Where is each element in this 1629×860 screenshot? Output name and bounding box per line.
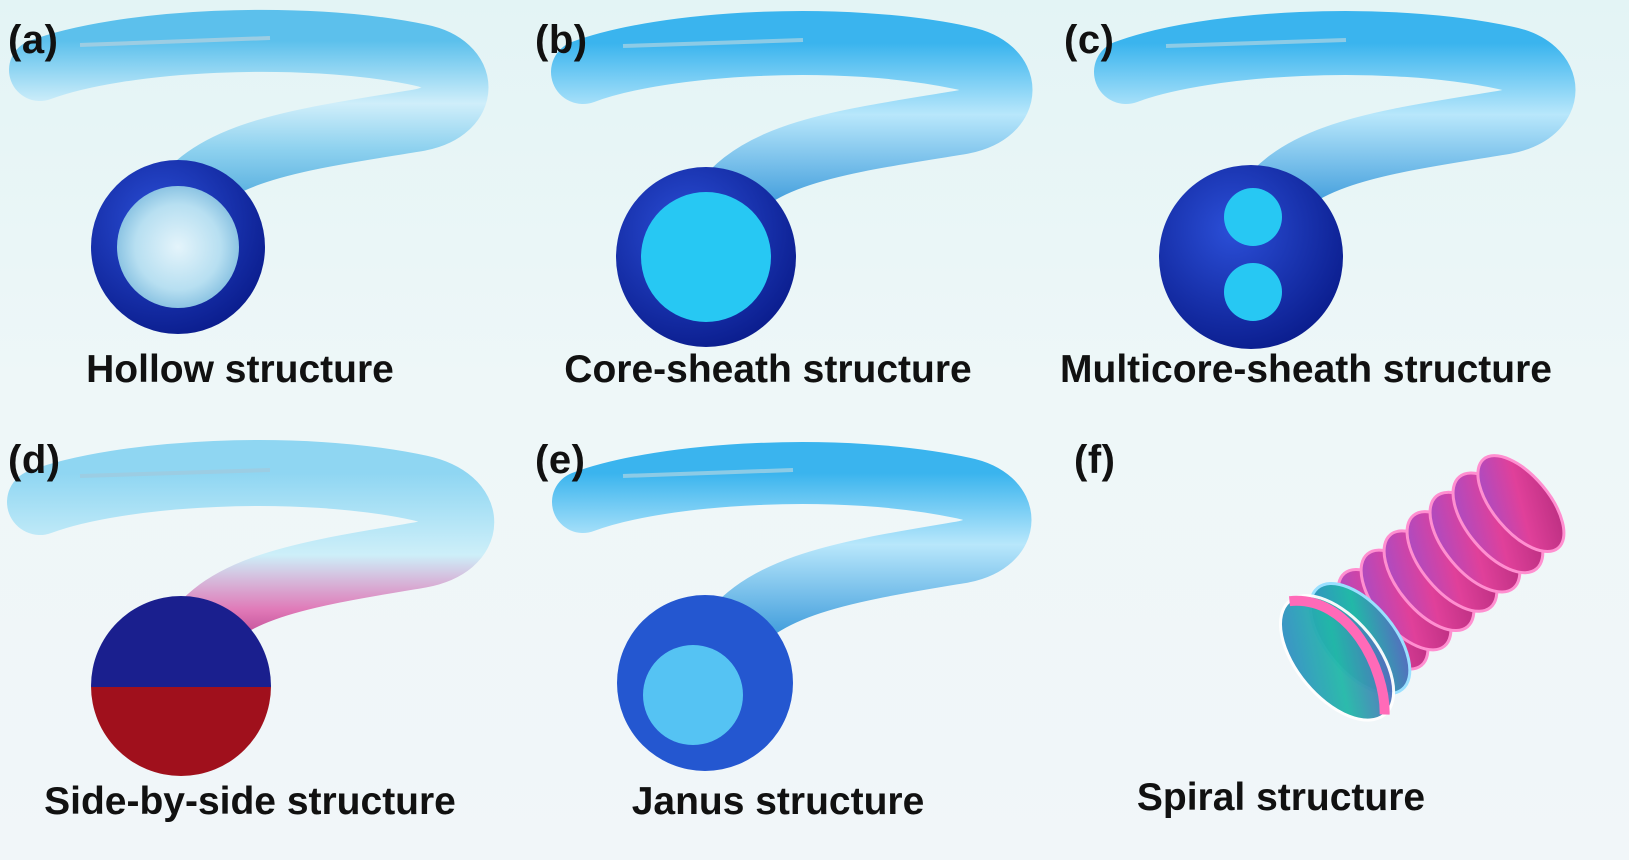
fiber-tail — [622, 38, 804, 48]
panel-label-a: (a) — [8, 18, 59, 62]
fiber-body — [551, 11, 1033, 254]
janus-fiber-illustration — [552, 442, 1032, 771]
caption-side-by-side: Side-by-side structure — [44, 780, 456, 823]
panel-hollow: (a) Hollow structure — [0, 0, 543, 430]
sheath-ring — [1159, 165, 1343, 349]
fiber-tail — [622, 468, 794, 478]
caption-multicore-sheath: Multicore-sheath structure — [1060, 348, 1552, 391]
fiber-tail — [79, 36, 271, 47]
fiber-tail — [79, 468, 271, 478]
caption-spiral: Spiral structure — [1136, 776, 1426, 819]
panel-label-e: (e) — [535, 438, 586, 482]
caption-hollow: Hollow structure — [86, 348, 394, 391]
panel-multicore-sheath: (c) Multicore-sheath structure — [1060, 0, 1629, 430]
panel-label-f: (f) — [1074, 438, 1116, 482]
fiber-body — [1094, 11, 1576, 254]
spiral-body — [1278, 454, 1566, 722]
panel-label-c: (c) — [1064, 18, 1115, 62]
panel-label-d: (d) — [8, 438, 61, 482]
janus-core — [643, 645, 743, 745]
hollow-fiber-illustration — [9, 9, 489, 334]
core-sheath-fiber-illustration — [551, 11, 1033, 347]
spiral-fiber-illustration — [1278, 454, 1566, 722]
core-circle-bottom — [1224, 263, 1282, 321]
multicore-sheath-fiber-illustration — [1094, 11, 1576, 349]
caption-core-sheath: Core-sheath structure — [564, 348, 972, 391]
core-circle-top — [1224, 188, 1282, 246]
panel-janus: (e) Janus structure — [535, 430, 1086, 860]
caption-janus: Janus structure — [631, 780, 925, 823]
fiber-tail — [1165, 38, 1347, 48]
fiber-body — [552, 442, 1032, 683]
panel-side-by-side: (d) Side-by-side structure — [0, 430, 543, 860]
panel-label-b: (b) — [535, 18, 588, 62]
panel-core-sheath: (b) Core-sheath structure — [535, 0, 1086, 430]
fiber-body — [7, 440, 495, 688]
side-by-side-fiber-illustration — [7, 440, 495, 776]
core-circle — [641, 192, 771, 322]
panel-spiral: (f) Spiral structure — [1074, 430, 1629, 860]
hollow-core — [117, 186, 239, 308]
fiber-body — [9, 9, 489, 251]
half-red — [91, 687, 271, 776]
